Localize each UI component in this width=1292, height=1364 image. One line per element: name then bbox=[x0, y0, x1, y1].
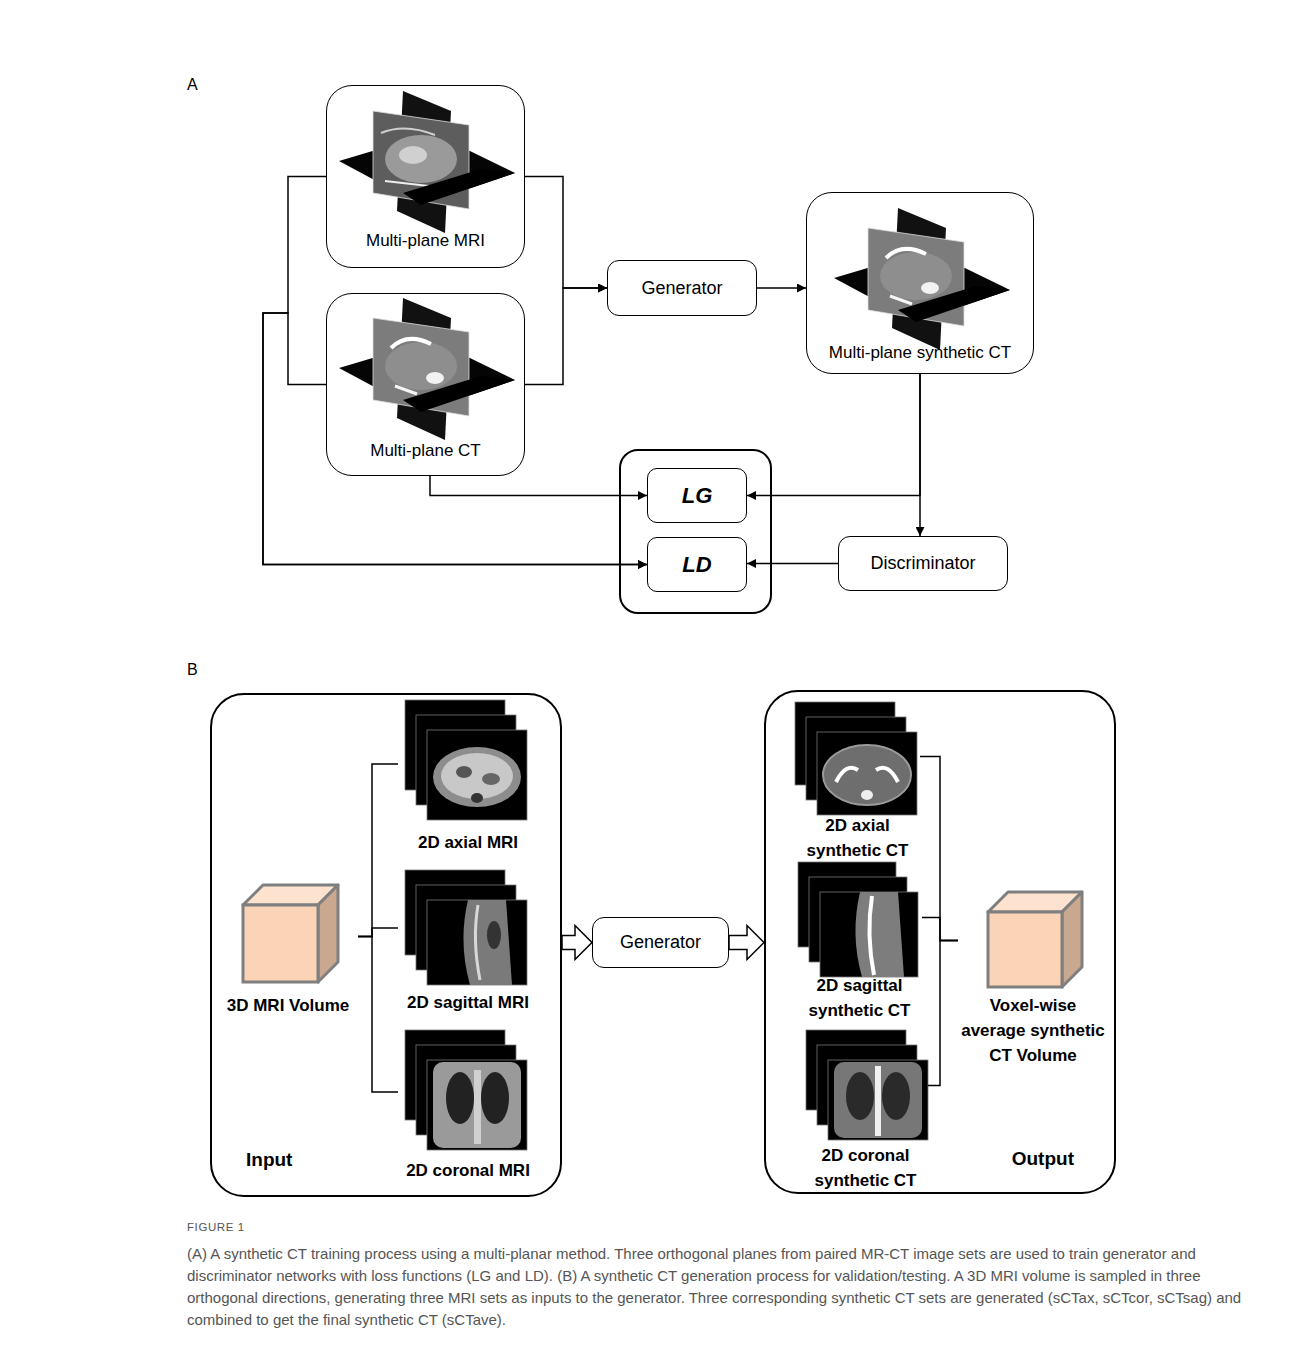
image-slice bbox=[427, 730, 527, 820]
lung bbox=[882, 1072, 910, 1120]
loss-box: LG bbox=[647, 468, 747, 523]
connector bbox=[358, 937, 398, 1093]
image-slice bbox=[427, 900, 527, 985]
organ bbox=[482, 773, 500, 785]
image-item: 2D coronal synthetic CT bbox=[803, 1028, 928, 1193]
node-label: 2D axial MRI bbox=[418, 830, 518, 855]
connector bbox=[358, 764, 398, 937]
node-label: Multi-plane synthetic CT bbox=[829, 343, 1011, 363]
lung bbox=[481, 1072, 509, 1124]
node-label: Discriminator bbox=[870, 553, 975, 574]
image-slice bbox=[817, 732, 917, 815]
connector bbox=[928, 941, 958, 1086]
node-label: Voxel-wise average synthetic CT Volume bbox=[958, 993, 1108, 1068]
node-label: 3D MRI Volume bbox=[227, 993, 349, 1018]
volume-item: Voxel-wise average synthetic CT Volume bbox=[958, 888, 1108, 1068]
connector bbox=[747, 374, 920, 496]
connector bbox=[430, 476, 647, 496]
image-item: 2D sagittal MRI bbox=[398, 866, 538, 1015]
connector bbox=[525, 177, 607, 289]
organ bbox=[487, 921, 501, 949]
node-label: Generator bbox=[641, 278, 722, 299]
connector bbox=[525, 288, 607, 385]
body bbox=[823, 745, 911, 805]
connector bbox=[919, 374, 921, 536]
body bbox=[433, 747, 521, 807]
volume-cube bbox=[988, 912, 1062, 987]
figure-number: FIGURE 1 bbox=[187, 1221, 245, 1233]
lung bbox=[846, 1072, 874, 1120]
volume-cube bbox=[1062, 892, 1082, 987]
image-item: 2D coronal MRI bbox=[398, 1026, 538, 1183]
process-box: Discriminator bbox=[838, 536, 1008, 591]
panel-letter: B bbox=[187, 661, 198, 679]
body bbox=[433, 1062, 521, 1148]
loss-container bbox=[620, 450, 771, 613]
image-item: 2D axial synthetic CT bbox=[795, 700, 920, 863]
body bbox=[855, 892, 904, 977]
hollow-arrow bbox=[562, 926, 592, 960]
synthetic-ct-planes bbox=[834, 208, 1010, 350]
group-panel: Input 3D MRI Volume 2D axial MRI 2D sagitta… bbox=[210, 693, 562, 1197]
body bbox=[834, 1062, 922, 1138]
connector bbox=[263, 313, 647, 565]
figure-caption: (A) A synthetic CT training process usin… bbox=[187, 1243, 1255, 1331]
panel-letter: A bbox=[187, 76, 198, 94]
connector bbox=[757, 287, 806, 289]
connector bbox=[358, 928, 398, 937]
volume-cube bbox=[318, 885, 338, 982]
node-label: 2D sagittal synthetic CT bbox=[797, 973, 922, 1023]
spine bbox=[474, 1070, 481, 1144]
organ bbox=[456, 766, 472, 778]
bone bbox=[836, 768, 858, 782]
mri-planes bbox=[339, 91, 515, 233]
node-label: Output bbox=[1012, 1148, 1074, 1170]
organ bbox=[471, 793, 483, 803]
process-box: Generator bbox=[607, 260, 757, 316]
input-box: Multi-plane MRI bbox=[326, 85, 525, 268]
node-label: Multi-plane MRI bbox=[366, 231, 485, 251]
spine bbox=[875, 1066, 881, 1136]
organ bbox=[475, 905, 480, 980]
hollow-arrow bbox=[729, 926, 764, 960]
node-label: 2D coronal MRI bbox=[406, 1158, 530, 1183]
image-slice bbox=[427, 1060, 527, 1150]
bone bbox=[876, 768, 898, 782]
image-item: 2D sagittal synthetic CT bbox=[797, 862, 922, 1023]
node-label: 2D coronal synthetic CT bbox=[803, 1143, 928, 1193]
connector bbox=[922, 918, 958, 941]
node-label: 2D sagittal MRI bbox=[407, 990, 529, 1015]
ct-planes bbox=[339, 298, 515, 440]
lung bbox=[446, 1072, 474, 1124]
loss-box: LD bbox=[647, 537, 747, 592]
body bbox=[463, 900, 512, 985]
body bbox=[441, 753, 513, 799]
image-slice bbox=[828, 1060, 928, 1140]
output-box: Multi-plane synthetic CT bbox=[806, 192, 1034, 374]
process-box: Generator bbox=[592, 917, 729, 968]
connector bbox=[263, 177, 647, 565]
volume-cube bbox=[243, 905, 318, 982]
node-label: LG bbox=[682, 483, 713, 509]
node-label: LD bbox=[682, 552, 711, 578]
group-panel: Output 2D axial synthetic CT 2D sagittal s… bbox=[764, 690, 1116, 1194]
node-label: Generator bbox=[620, 932, 701, 953]
node-label: 2D axial synthetic CT bbox=[795, 813, 920, 863]
node-label: Multi-plane CT bbox=[370, 441, 481, 461]
connector bbox=[920, 757, 958, 941]
bone bbox=[869, 896, 874, 975]
bone bbox=[861, 790, 873, 800]
image-item: 2D axial MRI bbox=[398, 698, 538, 855]
image-slice bbox=[820, 892, 918, 977]
input-box: Multi-plane CT bbox=[326, 293, 525, 476]
volume-item: 3D MRI Volume bbox=[218, 880, 358, 1018]
connector bbox=[747, 563, 838, 565]
node-label: Input bbox=[246, 1149, 292, 1171]
